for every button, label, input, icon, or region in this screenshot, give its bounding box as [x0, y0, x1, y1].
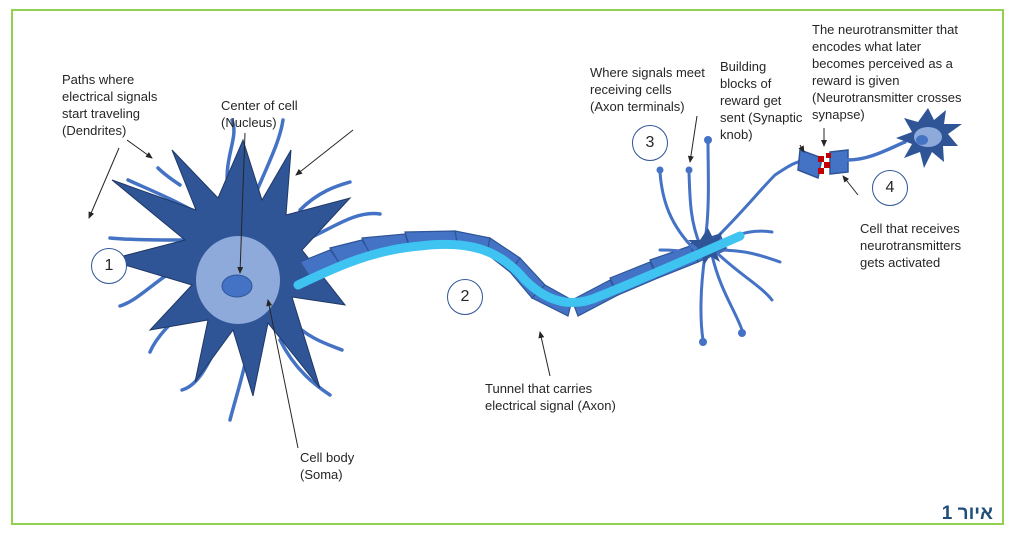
label-dendrites: Paths where electrical signals start tra… [62, 71, 157, 139]
label-synaptic-knob: Building blocks of reward get sent (Syna… [720, 58, 802, 143]
number-circle-2: 2 [447, 279, 483, 315]
label-neurotransmitter: The neurotransmitter that encodes what l… [812, 21, 962, 123]
label-soma: Cell body (Soma) [300, 449, 354, 483]
receiving-nucleus [916, 135, 928, 145]
number-circle-3: 3 [632, 125, 668, 161]
number-circle-1: 1 [91, 248, 127, 284]
label-axon: Tunnel that carries electrical signal (A… [485, 380, 616, 414]
label-axon-terminals: Where signals meet receiving cells (Axon… [590, 64, 705, 115]
figure-caption: איור 1 [942, 503, 993, 525]
receiving-knob [830, 150, 848, 174]
receiving-dendrite [848, 142, 905, 160]
number-circle-4: 4 [872, 170, 908, 206]
nucleus [222, 275, 252, 297]
label-receiving-cell: Cell that receives neurotransmitters get… [860, 220, 961, 271]
label-nucleus: Center of cell (Nucleus) [221, 97, 298, 131]
